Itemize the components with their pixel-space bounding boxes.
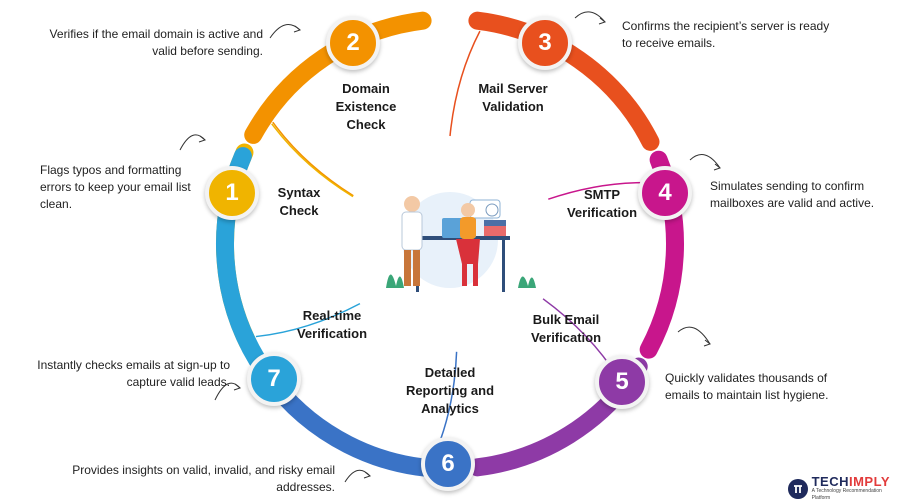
step-4-badge: 4: [638, 166, 692, 220]
segment-divider-1: [272, 121, 354, 197]
step-1-title: Syntax Check: [277, 185, 321, 218]
step-1-badge: 1: [205, 166, 259, 220]
step-5-description: Quickly validates thousands of emails to…: [665, 371, 829, 402]
step-5-badge: 5: [595, 355, 649, 409]
arrowhead-icon: [293, 25, 302, 33]
curved-arrow-icon: [344, 469, 371, 483]
logo-tagline: A Technology Recommendation Platform: [811, 488, 882, 501]
logo-mark-icon: [788, 478, 808, 499]
step-6-title: Detailed Reporting and Analytics: [405, 365, 495, 416]
arrowhead-icon: [233, 383, 242, 391]
curved-arrow-icon: [574, 11, 606, 23]
step-4-title: SMTP Verification: [566, 187, 638, 220]
segment-divider-2: [449, 30, 481, 137]
step-7-title: Real-time Verification: [296, 308, 368, 341]
step-6-description: Provides insights on valid, invalid, and…: [72, 463, 335, 494]
arrowhead-icon: [198, 135, 207, 143]
arrowhead-icon: [713, 163, 722, 171]
center-illustration: [386, 192, 536, 292]
arrowhead-icon: [363, 471, 372, 479]
step-7-description: Instantly checks emails at sign-up to ca…: [37, 358, 230, 389]
step-5-title: Bulk Email Verification: [530, 312, 602, 345]
step-7-badge: 7: [247, 352, 301, 406]
ring-segment-2: [244, 11, 432, 144]
step-2-badge: 2: [326, 16, 380, 70]
step-2-description: Verifies if the email domain is active a…: [49, 27, 263, 58]
step-1-description: Flags typos and formatting errors to kee…: [40, 163, 191, 211]
curved-arrow-icon: [677, 326, 711, 345]
step-3-description: Confirms the recipient’s server is ready…: [622, 19, 830, 50]
arrowhead-icon: [703, 339, 712, 347]
step-3-title: Mail Server Validation: [478, 81, 548, 114]
ring-segment-3: [468, 11, 660, 151]
techimply-logo: TECHIMPLY A Technology Recommendation Pl…: [788, 475, 900, 502]
arrowhead-icon: [598, 17, 607, 25]
step-6-badge: 6: [421, 437, 475, 491]
curved-arrow-icon: [689, 154, 721, 169]
step-3-badge: 3: [518, 16, 572, 70]
logo-wordmark: TECHIMPLY: [811, 474, 891, 489]
segment-divider-6: [255, 302, 361, 338]
step-2-title: Domain Existence Check: [335, 81, 397, 132]
segment-divider-7: [271, 123, 354, 198]
step-4-description: Simulates sending to confirm mailboxes a…: [710, 179, 875, 210]
